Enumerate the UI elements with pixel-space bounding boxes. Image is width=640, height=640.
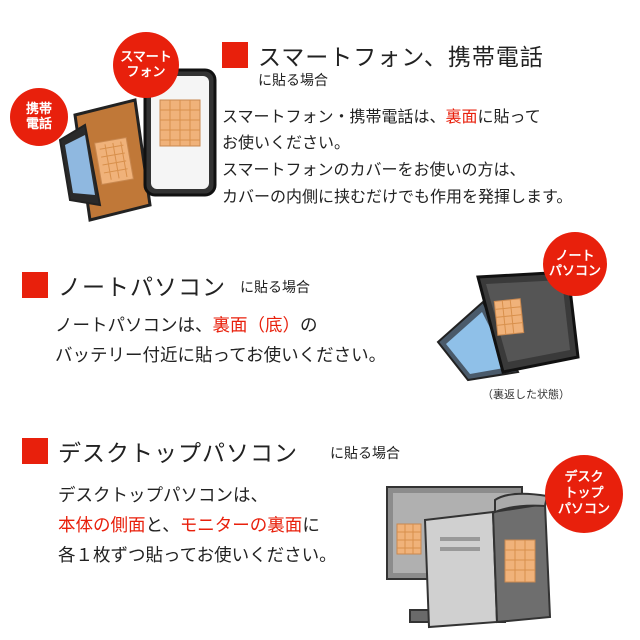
section-marker-phone <box>222 42 248 68</box>
desktop-section-subtitle: に貼る場合 <box>330 446 400 462</box>
pc-tower-image <box>423 492 552 629</box>
desktop-illustration <box>386 486 552 629</box>
section-marker-desktop <box>22 438 48 464</box>
laptop-caption: （裏返した状態） <box>482 388 570 401</box>
desktop-body-line3: 各１枚ずつ貼ってお使いください。 <box>58 546 337 566</box>
desktop-section-title: デスクトップパソコン <box>58 441 298 467</box>
monitor-sticker <box>396 523 422 555</box>
phone-body-line4: カバーの内側に挟むだけでも作用を発揮します。 <box>222 187 573 206</box>
desktop-body-line1: デスクトップパソコンは、 <box>58 486 268 506</box>
badge-laptop-line1: ノート <box>555 249 595 264</box>
badge-smartphone-line2: フォン <box>126 65 166 80</box>
laptop-illustration <box>436 270 580 382</box>
badge-smartphone: スマート フォン <box>113 32 179 98</box>
badge-desktop-line3: パソコン <box>557 502 610 517</box>
phone-body-line2: お使いください。 <box>222 133 351 152</box>
badge-laptop: ノート パソコン <box>543 232 607 296</box>
laptop-section-title: ノートパソコン <box>58 275 226 301</box>
phone-body-line1: スマートフォン・携帯電話は、裏面に貼って <box>222 104 541 129</box>
laptop-sticker <box>493 298 525 336</box>
badge-desktop: デスク トップ パソコン <box>545 455 623 533</box>
laptop-image <box>436 270 580 382</box>
badge-desktop-line1: デスク <box>564 470 604 485</box>
desktop-body-line2: 本体の側面と、モニターの裏面に <box>58 512 320 541</box>
desktop-line2-text-end: に <box>302 516 320 536</box>
badge-smartphone-line1: スマート <box>120 50 172 65</box>
phone-line1-text-b: に貼って <box>477 107 541 126</box>
section-marker-laptop <box>22 272 48 298</box>
phone-section-subtitle: に貼る場合 <box>258 73 328 89</box>
desktop-line2-text-mid: と、 <box>145 516 180 536</box>
laptop-body-line1: ノートパソコンは、裏面（底）の <box>55 312 318 341</box>
laptop-section-subtitle: に貼る場合 <box>240 280 310 296</box>
laptop-body-line2: バッテリー付近に貼ってお使いください。 <box>55 346 387 366</box>
laptop-line1-highlight: 裏面（底） <box>212 316 301 336</box>
flip-phone-image <box>58 98 152 222</box>
phone-line1-highlight: 裏面 <box>445 107 478 126</box>
phone-body-line3: スマートフォンのカバーをお使いの方は、 <box>222 160 526 179</box>
badge-keitai: 携帯 電話 <box>10 88 68 146</box>
badge-desktop-line2: トップ <box>564 486 604 501</box>
badge-keitai-line1: 携帯 <box>25 102 52 117</box>
badge-laptop-line2: パソコン <box>548 264 601 279</box>
desktop-line2-highlight2: モニターの裏面 <box>179 516 303 536</box>
phones-illustration <box>58 68 217 222</box>
flip-phone-sticker <box>94 136 134 186</box>
badge-keitai-line2: 電話 <box>25 117 52 132</box>
laptop-line1-text-a: ノートパソコンは、 <box>55 316 213 336</box>
phone-section-title: スマートフォン、携帯電話 <box>258 45 544 71</box>
smartphone-sticker <box>159 99 201 147</box>
smartphone-image <box>143 68 217 197</box>
laptop-line1-text-b: の <box>300 316 318 336</box>
phone-line1-text-a: スマートフォン・携帯電話は、 <box>222 107 446 126</box>
desktop-line2-highlight1: 本体の側面 <box>58 516 146 536</box>
tower-sticker <box>504 539 536 583</box>
